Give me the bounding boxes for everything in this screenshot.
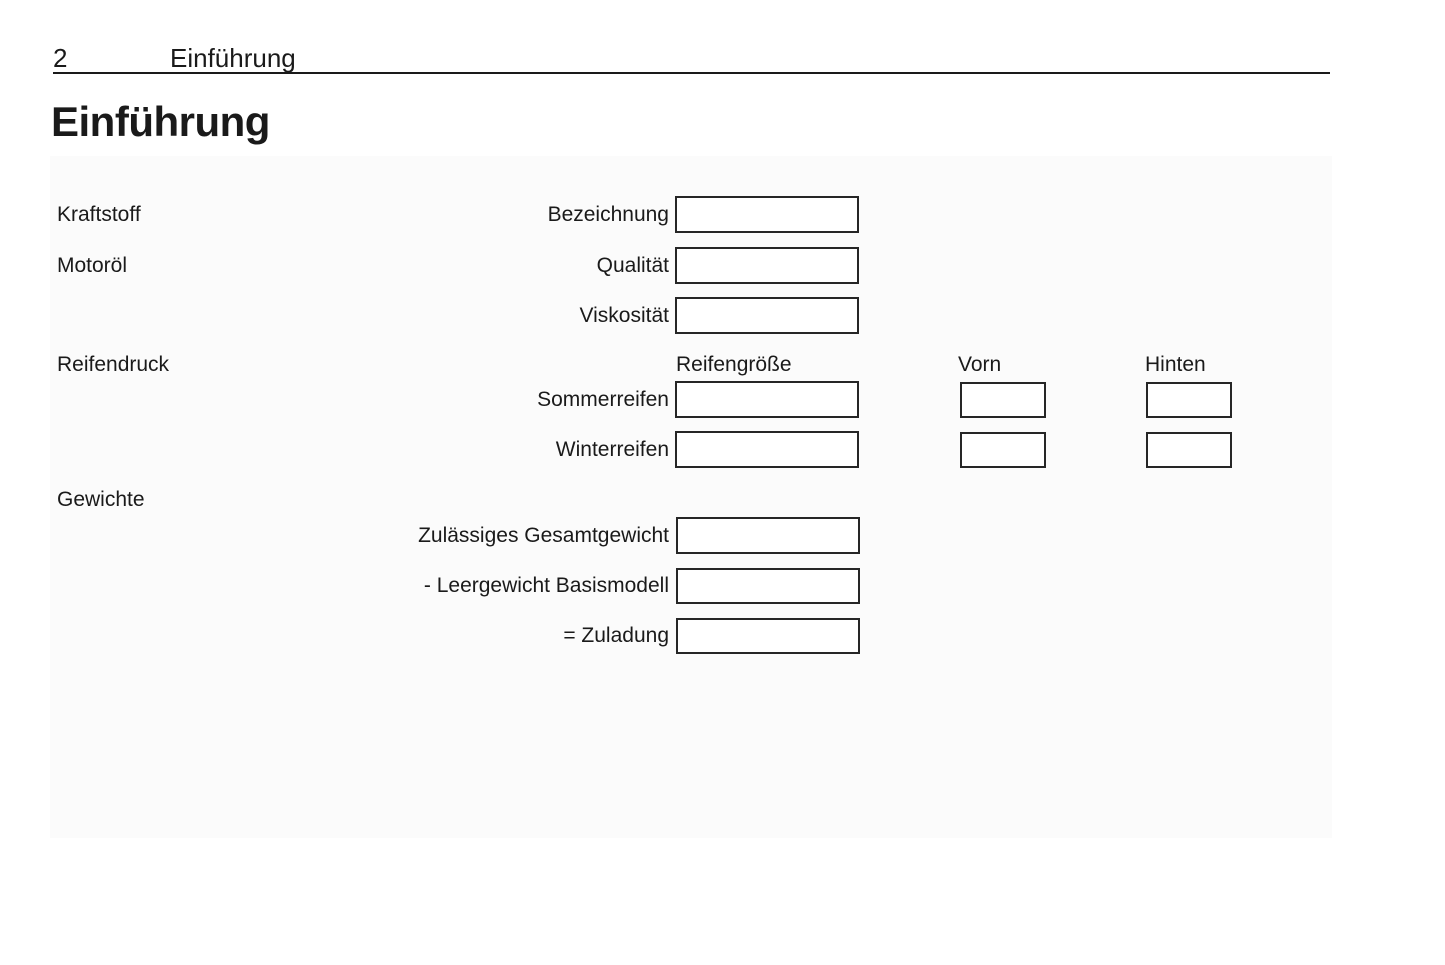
leergewicht-label: - Leergewicht Basismodell	[423, 574, 669, 597]
winterreifen-groesse-input[interactable]	[675, 431, 859, 468]
sommerreifen-label: Sommerreifen	[537, 388, 669, 411]
bezeichnung-input[interactable]	[675, 196, 859, 233]
bezeichnung-label: Bezeichnung	[547, 203, 669, 226]
page-number: 2	[53, 43, 68, 73]
winterreifen-vorn-input[interactable]	[960, 432, 1046, 468]
leergewicht-input[interactable]	[676, 568, 860, 604]
column-header-vorn: Vorn	[958, 353, 1002, 376]
viskositaet-input[interactable]	[675, 297, 859, 334]
chapter-title: Einführung	[170, 43, 296, 73]
qualitaet-label: Qualität	[596, 254, 669, 277]
section-label-gewichte: Gewichte	[57, 488, 145, 511]
sommerreifen-vorn-input[interactable]	[960, 382, 1046, 418]
gesamtgewicht-input[interactable]	[676, 517, 860, 554]
column-header-reifengroesse: Reifengröße	[676, 353, 792, 376]
winterreifen-hinten-input[interactable]	[1146, 432, 1232, 468]
page-title: Einführung	[51, 98, 270, 145]
section-label-kraftstoff: Kraftstoff	[57, 203, 141, 226]
header-rule	[53, 72, 1330, 74]
winterreifen-label: Winterreifen	[555, 438, 669, 461]
viskositaet-label: Viskosität	[579, 304, 670, 327]
zuladung-label: = Zuladung	[563, 624, 669, 647]
gesamtgewicht-label: Zulässiges Gesamtgewicht	[418, 524, 669, 547]
section-label-motoroel: Motoröl	[57, 254, 128, 277]
sommerreifen-hinten-input[interactable]	[1146, 382, 1232, 418]
section-label-reifendruck: Reifendruck	[57, 353, 170, 376]
zuladung-input[interactable]	[676, 618, 860, 654]
qualitaet-input[interactable]	[675, 247, 859, 284]
column-header-hinten: Hinten	[1145, 353, 1206, 376]
sommerreifen-groesse-input[interactable]	[675, 381, 859, 418]
